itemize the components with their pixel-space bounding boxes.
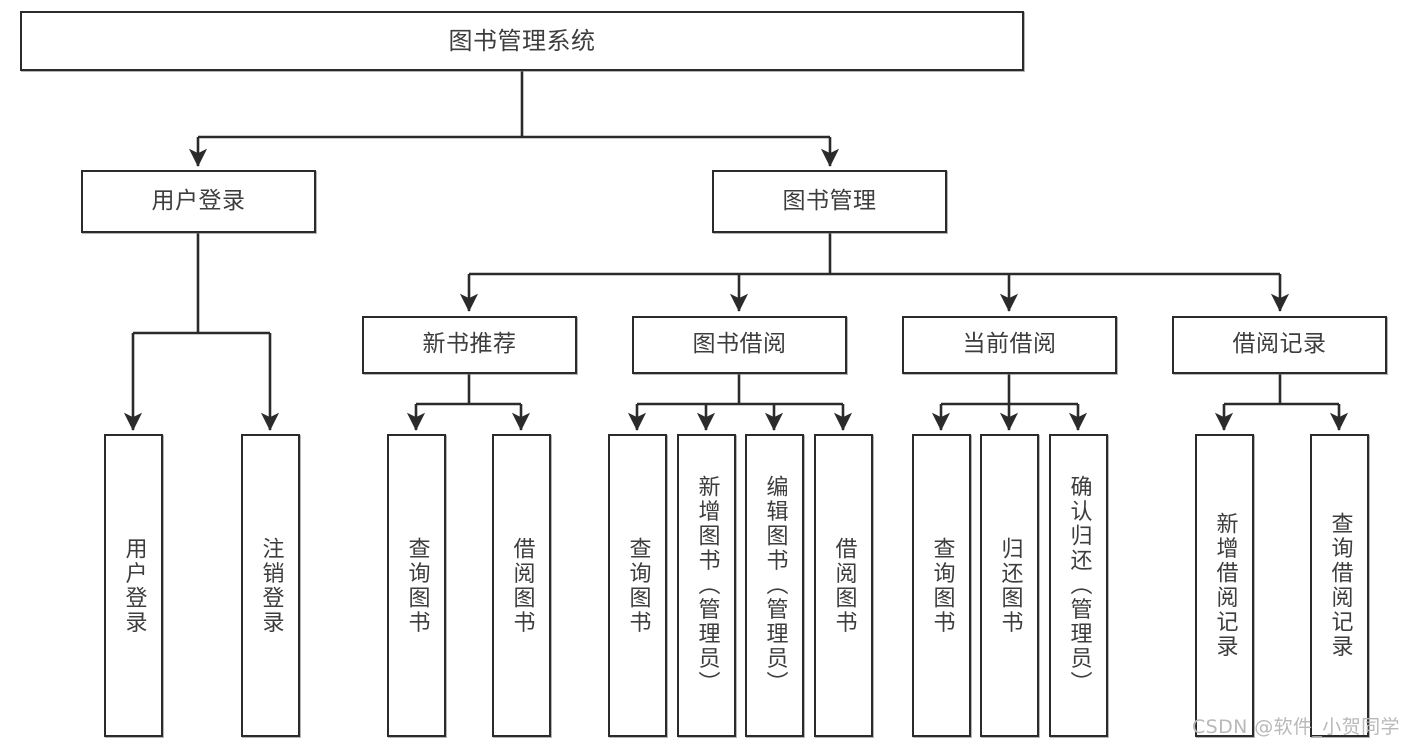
node-new-book-recommend[interactable]: 新书推荐 bbox=[362, 316, 577, 374]
node-label: 查询借阅记录 bbox=[1327, 512, 1353, 659]
node-label: 借阅图书 bbox=[509, 536, 535, 635]
node-label: 借阅记录 bbox=[1232, 331, 1327, 358]
node-label: 新增图书（管理员） bbox=[694, 475, 720, 696]
node-leaf-query-borrow-record[interactable]: 查询借阅记录 bbox=[1310, 434, 1369, 737]
node-user-login[interactable]: 用户登录 bbox=[81, 170, 316, 233]
node-current-borrow[interactable]: 当前借阅 bbox=[902, 316, 1117, 374]
node-label: 当前借阅 bbox=[962, 331, 1057, 358]
node-label: 新增借阅记录 bbox=[1212, 512, 1238, 659]
node-book-borrow[interactable]: 图书借阅 bbox=[632, 316, 847, 374]
node-label: 图书管理系统 bbox=[448, 26, 596, 55]
node-label: 借阅图书 bbox=[831, 536, 857, 635]
node-leaf-borrow-book[interactable]: 借阅图书 bbox=[814, 434, 873, 737]
node-leaf-logout[interactable]: 注销登录 bbox=[241, 434, 300, 737]
node-leaf-query-book-current[interactable]: 查询图书 bbox=[912, 434, 971, 737]
node-label: 用户登录 bbox=[151, 187, 246, 214]
node-leaf-borrow-book-newbook[interactable]: 借阅图书 bbox=[492, 434, 551, 737]
node-label: 归还图书 bbox=[997, 536, 1023, 635]
watermark-text: CSDN @软件_小贺同学 bbox=[1192, 716, 1400, 738]
node-leaf-return-book[interactable]: 归还图书 bbox=[980, 434, 1039, 737]
node-label: 注销登录 bbox=[258, 536, 284, 635]
node-leaf-confirm-return-admin[interactable]: 确认归还（管理员） bbox=[1049, 434, 1108, 737]
node-label: 用户登录 bbox=[121, 536, 147, 635]
node-label: 图书借阅 bbox=[692, 331, 787, 358]
node-label: 确认归还（管理员） bbox=[1066, 475, 1092, 696]
node-label: 查询图书 bbox=[625, 536, 651, 635]
node-book-management[interactable]: 图书管理 bbox=[712, 170, 947, 233]
node-leaf-user-login[interactable]: 用户登录 bbox=[104, 434, 163, 737]
node-leaf-query-book-borrow[interactable]: 查询图书 bbox=[608, 434, 667, 737]
node-label: 图书管理 bbox=[782, 187, 877, 214]
node-label: 新书推荐 bbox=[422, 331, 517, 358]
node-root-system[interactable]: 图书管理系统 bbox=[20, 11, 1024, 71]
node-borrow-record[interactable]: 借阅记录 bbox=[1172, 316, 1387, 374]
node-leaf-add-borrow-record[interactable]: 新增借阅记录 bbox=[1195, 434, 1254, 737]
node-label: 查询图书 bbox=[929, 536, 955, 635]
node-leaf-query-book-newbook[interactable]: 查询图书 bbox=[387, 434, 446, 737]
node-label: 查询图书 bbox=[404, 536, 430, 635]
node-leaf-edit-book-admin[interactable]: 编辑图书（管理员） bbox=[745, 434, 804, 737]
node-label: 编辑图书（管理员） bbox=[762, 475, 788, 696]
node-leaf-add-book-admin[interactable]: 新增图书（管理员） bbox=[677, 434, 736, 737]
